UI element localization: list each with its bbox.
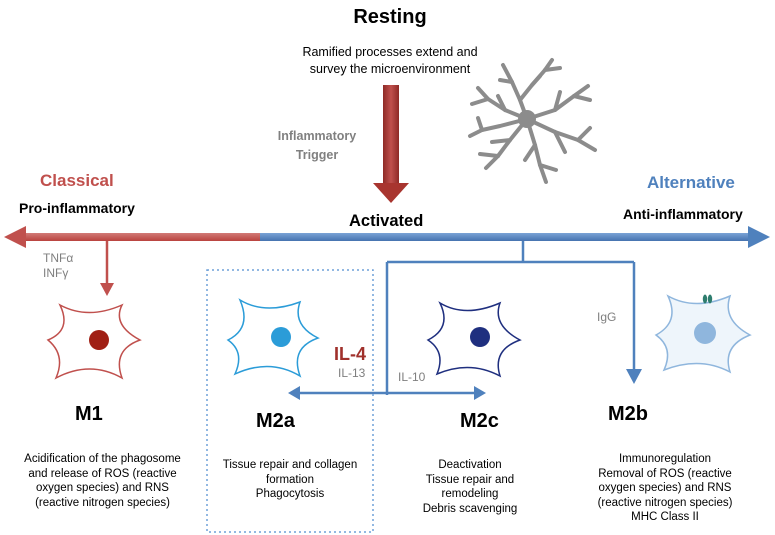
m2a-cell-icon [226,298,320,378]
il10-label: IL-10 [398,370,426,384]
m2a-desc-line: Phagocytosis [255,488,325,500]
m1-desc-line: (reactive nitrogen species) [35,496,170,509]
classical-heading: Classical [40,171,114,190]
m2b-desc-line: MHC Class II [631,511,699,523]
m2c-cell-icon [426,301,522,378]
m2b-description: Immunoregulation Removal of ROS (reactiv… [565,452,765,525]
m2b-label: M2b [608,403,648,425]
m2b-cell-icon [654,294,752,374]
inflammatory-trigger-label: Inflammatory Trigger [262,127,372,165]
resting-description-line1: Ramified processes extend and [302,45,478,59]
pro-inflammatory-label: Pro-inflammatory [19,200,135,216]
resting-description: Ramified processes extend and survey the… [250,44,530,78]
m2a-desc-line: formation [266,473,314,486]
m2a-dotted-box [206,269,374,533]
alternative-branch-lines [385,241,636,395]
m1-desc-line: oxygen species) and RNS [36,482,169,494]
inflammatory-trigger-arrow [373,85,409,203]
tnf-alpha-label: TNFα [43,251,74,265]
m1-branch-arrow [100,241,114,296]
resting-title: Resting [353,6,427,28]
alternative-axis-arrow [260,226,770,248]
m1-desc-line: Acidification of the phagosome [24,453,181,465]
m2a-description: Tissue repair and collagen formation Pha… [205,458,375,502]
trigger-line1: Inflammatory [277,129,357,143]
m1-cell-icon [46,303,142,380]
m2a-m2c-double-arrow [288,386,486,400]
m2b-desc-line: Removal of ROS (reactive [598,467,732,480]
inf-gamma-label: INFγ [43,266,69,280]
m1-desc-line: and release of ROS (reactive [28,467,177,480]
m2c-desc-line: remodeling [441,488,499,500]
m2c-desc-line: Tissue repair and [425,473,515,486]
m2b-desc-line: (reactive nitrogen species) [597,496,733,509]
igg-label: IgG [597,310,617,324]
m2c-description: Deactivation Tissue repair and remodelin… [395,458,545,516]
m2c-label: M2c [460,410,499,432]
m2c-desc-line: Deactivation [438,459,502,471]
m1-label: M1 [75,403,103,425]
resting-microglia-icon [468,58,597,184]
m2b-desc-line: oxygen species) and RNS [598,482,732,494]
il13-label: IL-13 [338,366,366,380]
m2a-label: M2a [256,410,295,432]
resting-description-line2: survey the microenvironment [309,62,471,76]
alternative-heading: Alternative [647,173,735,192]
m1-description: Acidification of the phagosome and relea… [0,452,205,510]
classical-cytokines: TNFα INFγ [43,251,73,281]
anti-inflammatory-label: Anti-inflammatory [623,206,743,222]
classical-axis-arrow [4,226,262,248]
m2b-desc-line: Immunoregulation [618,453,712,465]
m2c-desc-line: Debris scavenging [422,502,518,515]
activated-label: Activated [349,212,424,230]
m2b-branch-arrowhead [626,369,642,384]
m2a-desc-line: Tissue repair and collagen [222,459,358,471]
trigger-line2: Trigger [295,148,339,162]
il4-label: IL-4 [334,344,367,364]
